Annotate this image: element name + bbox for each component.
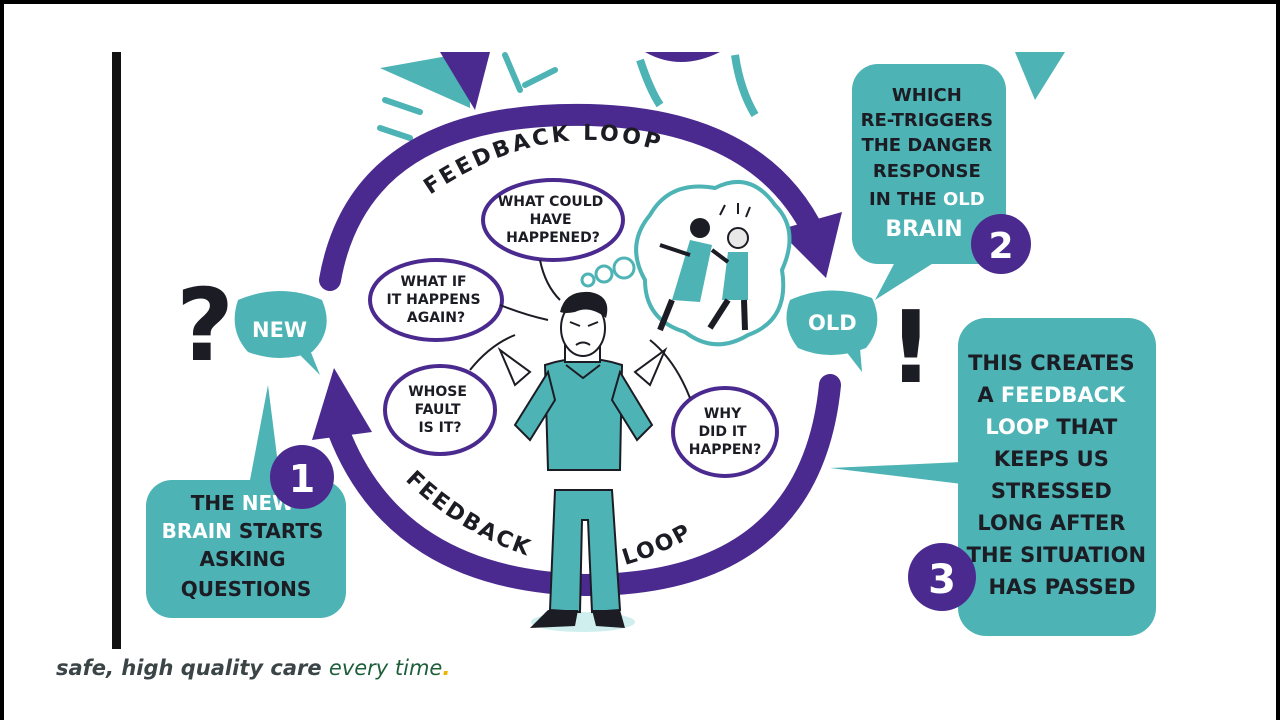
svg-text:1: 1 [289, 457, 315, 501]
step-1-badge [270, 445, 334, 509]
svg-text:3: 3 [928, 557, 956, 603]
loop-arrow-top [319, 103, 842, 291]
decorative-shapes [377, 52, 1065, 141]
svg-text:WHAT COULD HAVE HA: WHAT COULD HAVE HAPPENED? [498, 194, 608, 246]
svg-text:WHOSE FAULT IS IT?: WHOSE FAULT IS IT? [408, 384, 472, 436]
tagline-dot: . [442, 656, 451, 680]
memory-cloud [634, 179, 792, 347]
svg-text:WHY DID IT HAPPEN?: WHY DID IT HAPPEN? [689, 406, 761, 458]
step-2-badge [971, 214, 1031, 274]
slide-frame-bar [112, 52, 121, 649]
svg-text:2: 2 [988, 226, 1013, 267]
old-brain-icon: OLD [786, 290, 878, 372]
exclamation-icon: ! [888, 289, 934, 406]
svg-text:WHAT IF IT HAPPENS: WHAT IF IT HAPPENS AGAIN? [387, 274, 486, 326]
thought-bubble-why: WHY DID IT HAPPEN? [649, 339, 779, 478]
footer-tagline: safe, high quality care every time. [56, 656, 450, 680]
tagline-accent: every time [328, 656, 443, 680]
tagline-main: safe, high quality care [56, 656, 329, 680]
callout-step-3: THIS CREATES A FEEDBACK LOOP THAT KEEPS … [830, 318, 1156, 636]
thought-bubble-what-could: WHAT COULD HAVE HAPPENED? [481, 178, 625, 301]
stressed-person [497, 291, 668, 632]
svg-text:WHICH RE-TRIGGERS: WHICH RE-TRIGGERS THE DANGER RESPONSE IN… [861, 85, 1000, 242]
thought-bubble-what-if: WHAT IF IT HAPPENS AGAIN? [368, 258, 549, 342]
thought-bubble-whose-fault: WHOSE FAULT IS IT? [383, 334, 516, 456]
thought-dots [580, 256, 636, 288]
callout-step-1: THE NEW BRAIN STARTS ASKING QUESTIONS 1 [146, 385, 346, 618]
loop-arrow-bottom [312, 368, 841, 597]
callout-step-2: WHICH RE-TRIGGERS THE DANGER RESPONSE IN… [852, 64, 1031, 300]
old-brain-label: OLD [808, 311, 857, 335]
question-mark-icon: ? [176, 267, 234, 384]
svg-text:THIS CREATES A FEEDBACK: THIS CREATES A FEEDBACK LOOP THAT KEEPS … [967, 351, 1154, 599]
new-brain-icon: NEW [234, 291, 327, 375]
new-brain-label: NEW [252, 318, 307, 342]
step-3-badge [908, 543, 976, 611]
